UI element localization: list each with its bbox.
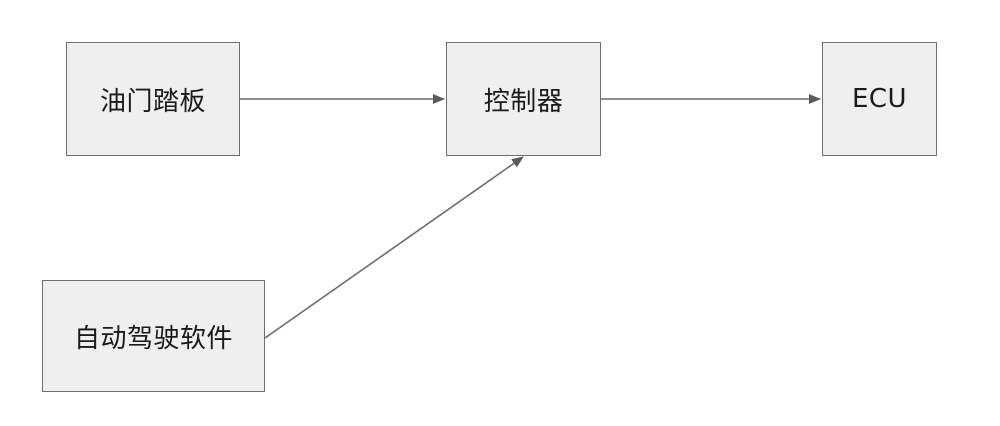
node-throttle-pedal: 油门踏板 xyxy=(66,42,240,156)
node-label: 自动驾驶软件 xyxy=(73,323,233,354)
node-ecu: ECU xyxy=(822,42,937,156)
node-autodrive-software: 自动驾驶软件 xyxy=(42,280,265,392)
node-label: ECU xyxy=(851,84,908,114)
node-label: 控制器 xyxy=(483,86,564,117)
node-controller: 控制器 xyxy=(446,42,601,156)
edge-autodrive-to-controller xyxy=(264,156,524,339)
node-label: 油门踏板 xyxy=(99,86,206,117)
